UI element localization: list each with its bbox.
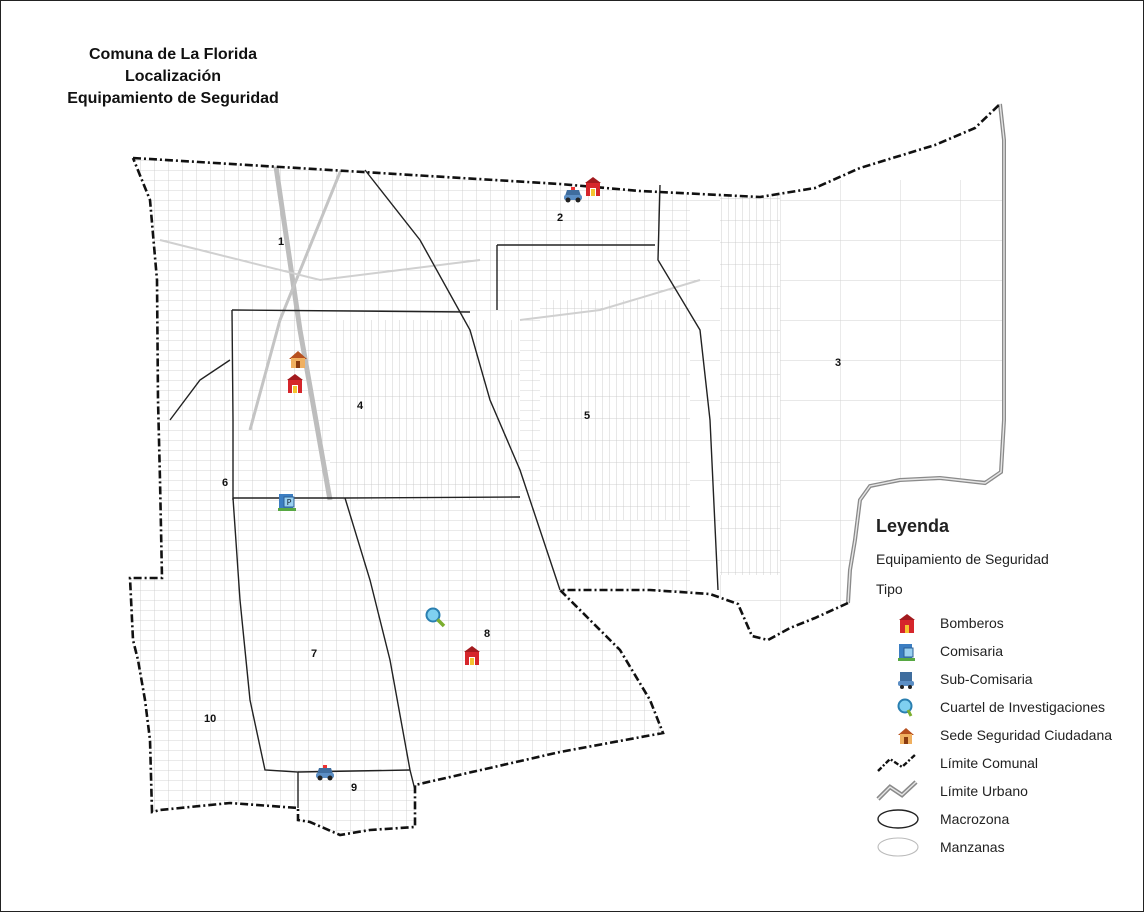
legend-label: Manzanas: [940, 839, 1005, 855]
zone-label-7: 7: [311, 648, 318, 660]
legend-label: Bomberos: [940, 615, 1004, 631]
legend-item-macrozona: Macrozona: [876, 805, 1140, 833]
dashed-line-icon: [877, 753, 917, 772]
police-station-icon[interactable]: P: [276, 490, 298, 512]
legend-label: Límite Urbano: [940, 783, 1028, 799]
double-line-icon: [876, 780, 918, 801]
legend-item-manzanas: Manzanas: [876, 833, 1140, 861]
legend-label: Macrozona: [940, 811, 1010, 827]
ellipse-light-icon: [877, 837, 919, 857]
legend-label: Cuartel de Investigaciones: [940, 699, 1105, 715]
magnifier-icon: [897, 698, 913, 717]
title-line-3: Equipamiento de Seguridad: [67, 90, 279, 107]
house-icon[interactable]: [287, 348, 309, 370]
legend-item-comisaria: Comisaria: [876, 637, 1140, 665]
zone-label-10: 10: [204, 713, 217, 725]
legend-label: Límite Comunal: [940, 755, 1039, 771]
legend-item-cuartel: Cuartel de Investigaciones: [876, 693, 1140, 721]
legend-item-sub-comisaria: Sub-Comisaria: [876, 665, 1140, 693]
title-line-2: Localización: [124, 68, 222, 85]
map-title: Comuna de La Florida Localización Equipa…: [38, 44, 308, 110]
zone-label-4: 4: [357, 400, 364, 412]
police-station-icon: [898, 644, 915, 661]
legend-item-limite-comunal: Límite Comunal: [876, 749, 1140, 777]
legend-label: Sede Seguridad Ciudadana: [940, 727, 1113, 743]
legend-heading: Leyenda: [876, 516, 950, 536]
zone-label-5: 5: [584, 410, 591, 422]
legend-item-bomberos: Bomberos: [876, 609, 1140, 637]
urban-blocks: [130, 104, 1006, 835]
legend-label: Comisaria: [940, 643, 1004, 659]
zone-label-3: 3: [835, 357, 842, 369]
macrozone-boundaries: [169, 169, 719, 808]
police-car-icon[interactable]: [314, 760, 336, 782]
fire-station-icon[interactable]: [284, 373, 306, 395]
legend-label: Sub-Comisaria: [940, 671, 1033, 687]
house-icon: [898, 728, 914, 744]
legend-subtitle: Equipamiento de Seguridad: [876, 551, 1049, 567]
zone-label-2: 2: [557, 212, 564, 224]
title-line-1: Comuna de La Florida: [88, 46, 257, 63]
fire-station-icon[interactable]: [461, 645, 483, 667]
map-legend: Leyenda Equipamiento de Seguridad Tipo B…: [876, 516, 1140, 861]
police-car-icon[interactable]: [562, 182, 584, 204]
fire-station-icon[interactable]: [582, 176, 604, 198]
legend-item-sede: Sede Seguridad Ciudadana: [876, 721, 1140, 749]
legend-type-label: Tipo: [876, 581, 903, 597]
police-car-icon: [898, 672, 914, 689]
legend-item-limite-urbano: Límite Urbano: [876, 777, 1140, 805]
svg-text:P: P: [287, 498, 292, 507]
ellipse-icon: [877, 809, 919, 829]
magnifier-icon[interactable]: [424, 606, 446, 628]
zone-label-8: 8: [484, 628, 491, 640]
zone-label-1: 1: [278, 236, 285, 248]
zone-label-6: 6: [222, 477, 229, 489]
zone-label-9: 9: [351, 782, 358, 794]
fire-station-icon: [899, 614, 915, 633]
